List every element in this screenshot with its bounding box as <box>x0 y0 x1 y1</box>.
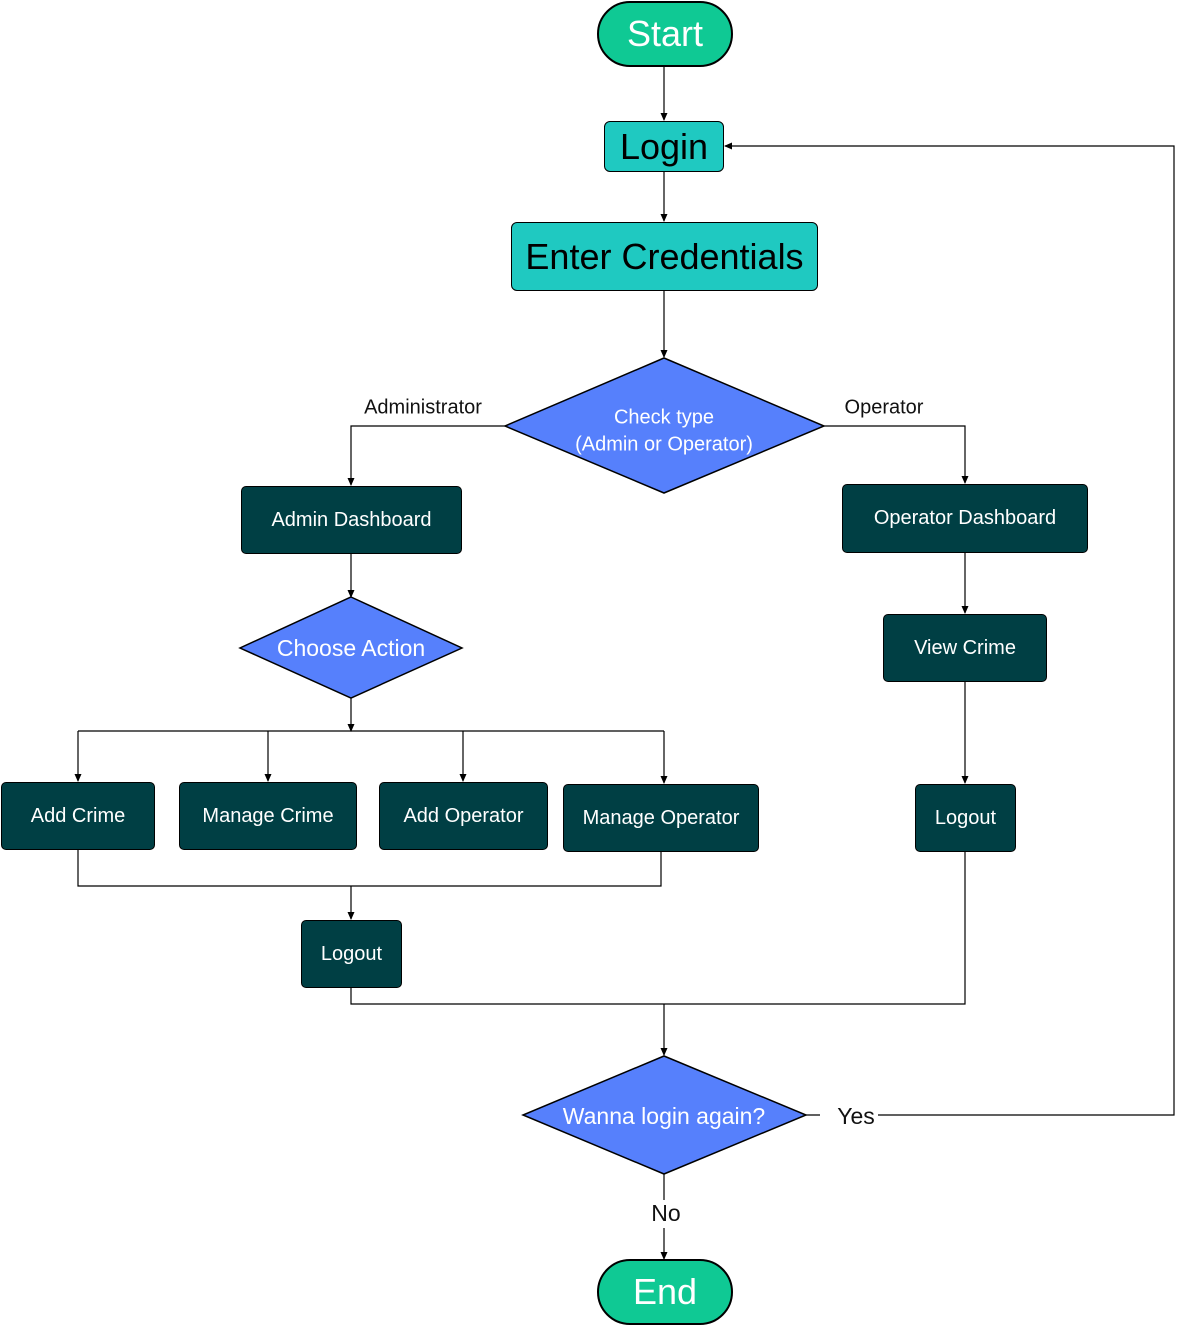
check-type-label-line2: (Admin or Operator) <box>575 433 753 455</box>
edge-label-operator: Operator <box>845 396 924 418</box>
manage-crime-box: Manage Crime <box>179 782 357 850</box>
edge-checktype-operator <box>824 425 969 484</box>
operator-logout-box: Logout <box>915 784 1016 852</box>
decision-wanna-login-again <box>521 1055 808 1175</box>
operator-dashboard-label: Operator Dashboard <box>873 507 1057 529</box>
admin-logout-box: Logout <box>301 920 402 988</box>
decision-choose-action <box>238 596 464 699</box>
manage-operator-label: Manage Operator <box>582 806 740 829</box>
edge-label-administrator: Administrator <box>364 396 482 418</box>
admin-logout-label: Logout <box>320 942 383 965</box>
start-label: Start <box>626 13 704 54</box>
admin-dashboard-box: Admin Dashboard <box>241 486 462 554</box>
end-terminal: End <box>597 1259 733 1325</box>
view-crime-label: View Crime <box>914 636 1016 659</box>
decision-check-type <box>503 357 826 494</box>
check-type-label-line1: Check type <box>614 406 714 428</box>
end-label: End <box>632 1271 698 1312</box>
operator-logout-label: Logout <box>934 806 997 829</box>
edge-yes-login <box>724 142 1175 1116</box>
manage-crime-label: Manage Crime <box>202 804 334 827</box>
add-operator-label: Add Operator <box>403 804 524 827</box>
login-box: Login <box>604 121 724 172</box>
edge-merge-bottom <box>77 850 662 887</box>
wanna-login-again-label: Wanna login again? <box>563 1103 765 1129</box>
start-terminal: Start <box>597 1 733 67</box>
add-crime-label: Add Crime <box>30 804 126 827</box>
operator-dashboard-box: Operator Dashboard <box>842 484 1088 553</box>
add-crime-box: Add Crime <box>1 782 155 850</box>
enter-credentials-box: Enter Credentials <box>511 222 818 291</box>
edge-checktype-admin <box>347 425 505 486</box>
edge-logouts-merge <box>350 852 966 1005</box>
manage-operator-box: Manage Operator <box>563 784 759 852</box>
edge-label-no: No <box>651 1200 680 1226</box>
login-label: Login <box>619 125 709 167</box>
edge-label-yes: Yes <box>837 1103 875 1129</box>
choose-action-label: Choose Action <box>277 635 425 661</box>
add-operator-box: Add Operator <box>379 782 548 850</box>
admin-dashboard-label: Admin Dashboard <box>271 508 432 531</box>
enter-credentials-label: Enter Credentials <box>525 235 804 277</box>
view-crime-box: View Crime <box>883 614 1047 682</box>
